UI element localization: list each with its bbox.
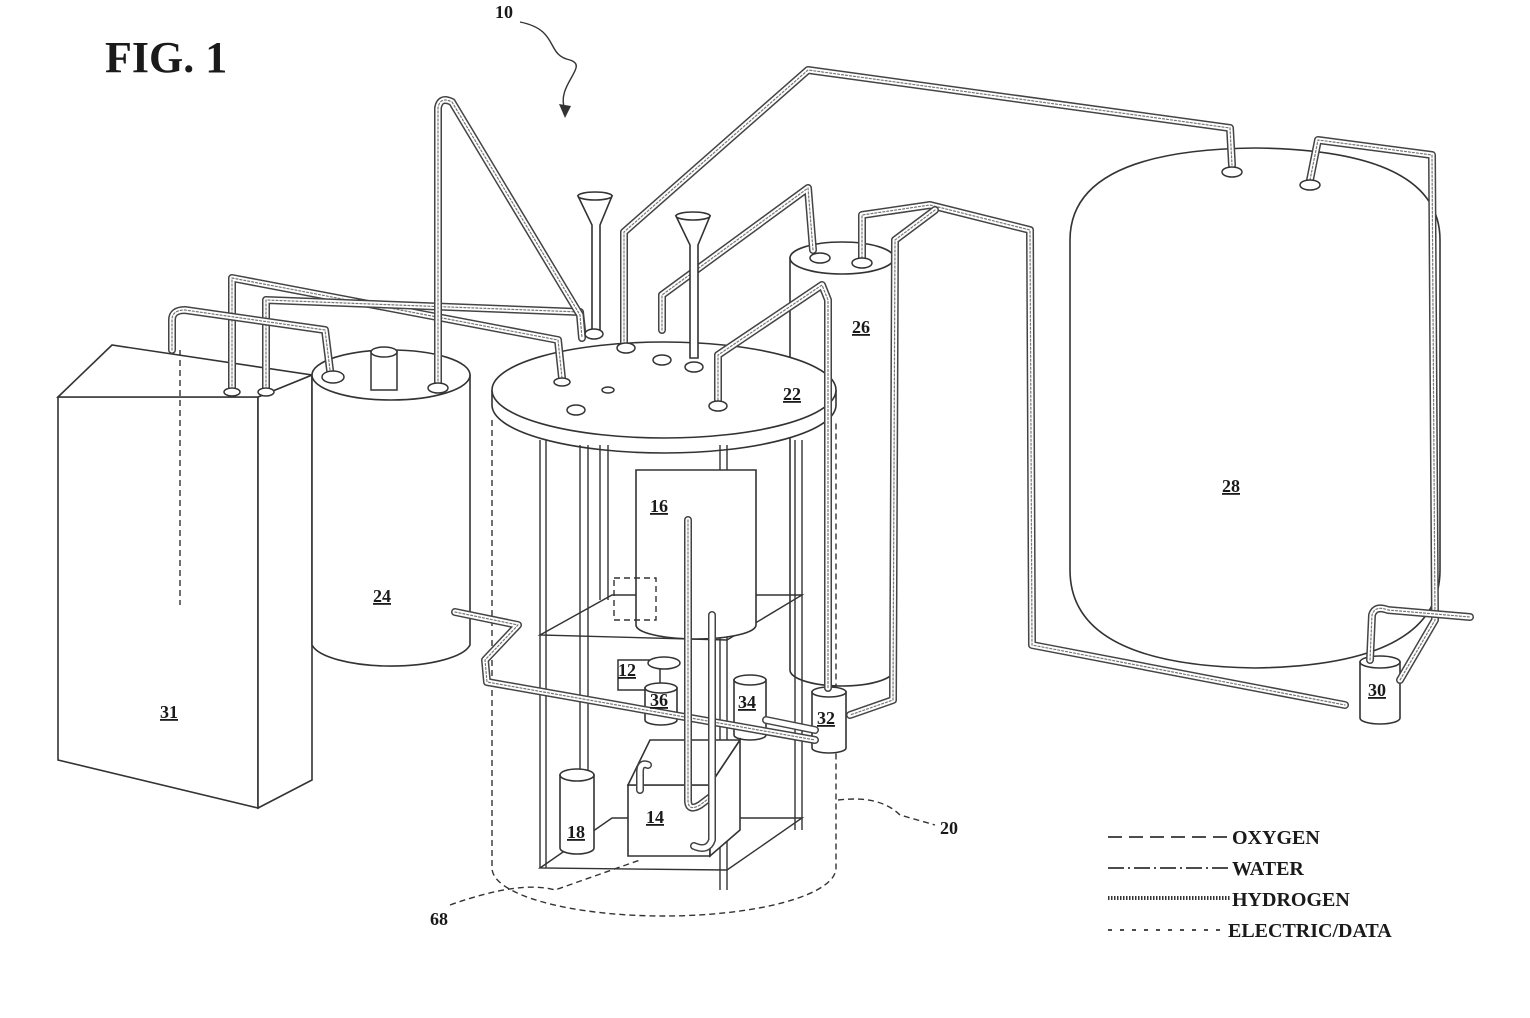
tank-26 [790, 242, 894, 686]
system-ref-label: 10 [495, 2, 513, 22]
ref-36: 36 [650, 690, 668, 710]
legend-item-oxygen: OXYGEN [1108, 827, 1320, 849]
unit-31-box [58, 345, 312, 808]
ref-31: 31 [160, 702, 178, 722]
legend-label-electric: ELECTRIC/DATA [1228, 920, 1392, 942]
legend-label-water: WATER [1232, 858, 1304, 880]
system-ref-leader [520, 22, 576, 110]
ref-30: 30 [1368, 680, 1386, 700]
ref-24: 24 [373, 586, 391, 606]
ref-34: 34 [738, 692, 756, 712]
ref-32: 32 [817, 708, 835, 728]
legend-label-oxygen: OXYGEN [1232, 827, 1320, 849]
ref-22: 22 [783, 384, 801, 404]
ref-28: 28 [1222, 476, 1240, 496]
legend-item-water: WATER [1108, 858, 1304, 880]
ref-12: 12 [618, 660, 636, 680]
funnel-left [578, 192, 612, 330]
ref-68: 68 [430, 909, 448, 929]
legend-item-electric: ELECTRIC/DATA [1108, 920, 1392, 942]
legend: OXYGEN WATER HYDROGEN ELECTRIC/DATA [1108, 827, 1392, 942]
ref-26: 26 [852, 317, 870, 337]
ref-16: 16 [650, 496, 668, 516]
legend-label-hydrogen: HYDROGEN [1232, 889, 1350, 911]
system-ref-arrowhead [559, 104, 571, 118]
ref-18: 18 [567, 822, 585, 842]
ref-20-leader [838, 799, 935, 825]
figure-title: FIG. 1 [105, 33, 227, 82]
ref-14: 14 [646, 807, 664, 827]
tank-24 [312, 347, 470, 666]
ref-68-leader [450, 860, 640, 905]
tank-28 [1070, 148, 1440, 668]
legend-item-hydrogen: HYDROGEN [1108, 889, 1350, 911]
ref-20: 20 [940, 818, 958, 838]
